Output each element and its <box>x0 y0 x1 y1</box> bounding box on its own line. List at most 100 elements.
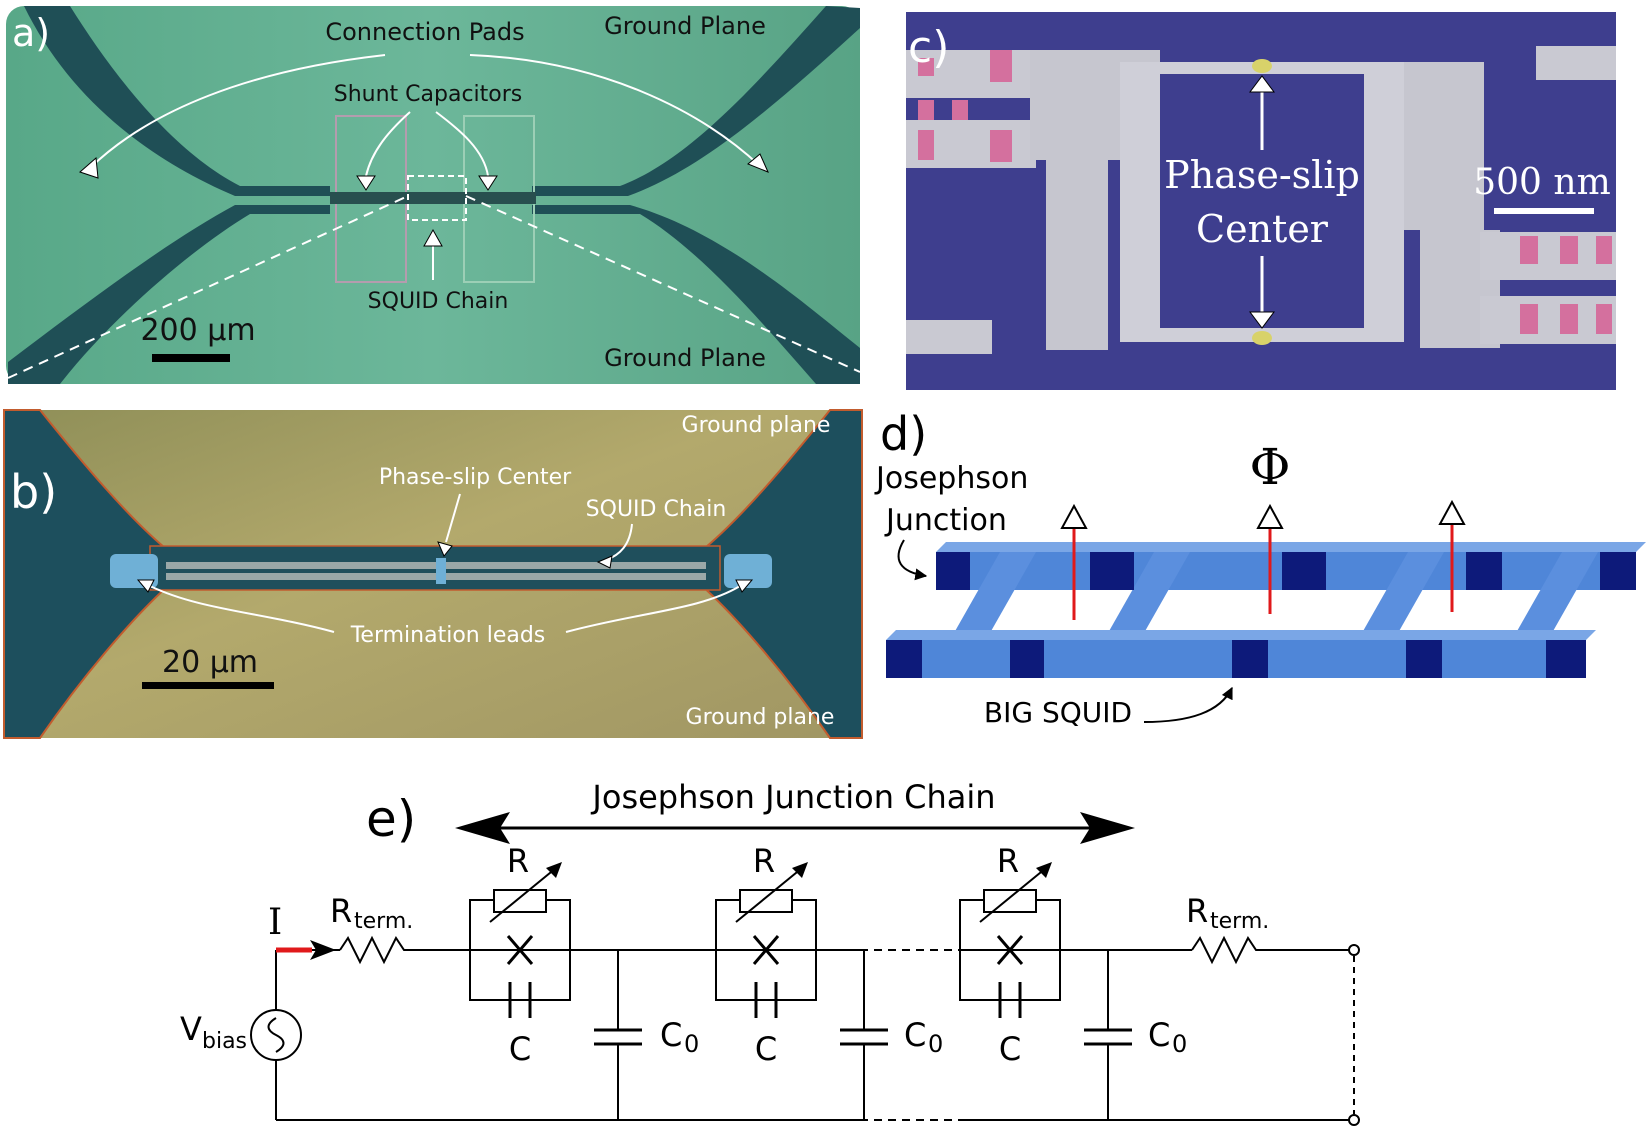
panel-e-c0-sub: 0 <box>928 1030 943 1058</box>
panel-c-junction <box>990 50 1012 82</box>
panel-e-stage-2 <box>715 862 817 1018</box>
panel-e-source-icon <box>250 1009 302 1061</box>
panel-c-right-rail-top <box>1536 46 1616 80</box>
panel-b-scale-bar <box>142 682 274 689</box>
panel-e-r-label: R <box>507 842 529 880</box>
panel-e-stage-3 <box>959 862 1061 1018</box>
panel-e-stage-1 <box>469 862 571 1018</box>
panel-c-junction <box>1560 236 1578 264</box>
panel-b-phase-slip-mark <box>436 558 446 584</box>
panel-e-chain-arrow-right-icon <box>1080 812 1135 844</box>
panel-e-junction-x-icon <box>506 935 534 965</box>
panel-e-c0-sub: 0 <box>684 1030 699 1058</box>
panel-e-variable-arrow-head <box>546 862 562 878</box>
panel-e-junction-x-icon <box>996 935 1024 965</box>
panel-c-junction <box>1520 304 1538 334</box>
panel-e-c-label: C <box>509 1030 531 1068</box>
panel-c-junction <box>918 58 934 76</box>
panel-d-rung <box>950 552 1036 640</box>
panel-e-title: Josephson Junction Chain <box>590 778 995 816</box>
panel-a-arrow-head-cap-left <box>356 175 376 191</box>
panel-e <box>250 812 1360 1126</box>
panel-d-big-squid-pointer <box>1143 686 1233 723</box>
panel-e-current-arrow-head <box>310 940 336 960</box>
panel-c-junction <box>1596 304 1612 334</box>
panel-e-variable-arrow-head <box>1036 862 1052 878</box>
panel-d-junction <box>1600 552 1636 590</box>
panel-c-junction <box>918 100 934 120</box>
panel-e-rterm-left-resistor <box>339 935 412 965</box>
panel-d-junction <box>1090 552 1134 590</box>
panel-d-junction <box>936 552 970 590</box>
panel-a-scale-label: 200 μm <box>140 313 255 348</box>
panel-c-junction <box>990 130 1012 162</box>
panel-c-arrow-head-down <box>1249 311 1275 329</box>
panel-a-tag: a) <box>12 11 50 55</box>
panel-c-scale-bar <box>1494 208 1594 214</box>
panel-d-rung <box>1512 552 1598 640</box>
panel-d-big-squid: BIG SQUID <box>984 696 1132 729</box>
panel-c-junction <box>952 100 968 120</box>
panel-c-phase-slip-line1: Phase-slip <box>1164 153 1360 197</box>
panel-e-rterm-left-base: R <box>330 892 352 930</box>
panel-d-junction <box>1406 640 1442 678</box>
panel-c-left-vertical <box>1046 160 1108 350</box>
panel-e-rterm-right-base: R <box>1186 892 1208 930</box>
panel-d-josephson-pointer <box>897 539 928 581</box>
panel-c-right-rail-bottom <box>1480 296 1616 344</box>
panel-b-squid-chain: SQUID Chain <box>586 497 727 522</box>
panel-c-tag: c) <box>908 22 949 73</box>
panel-b-arrow-head-lead-right <box>735 579 754 593</box>
panel-a-chain-box <box>407 175 467 221</box>
panel-d-josephson-line2: Junction <box>884 503 1007 538</box>
panel-d-junction <box>1466 552 1502 590</box>
panel-e-variable-arrow <box>979 867 1047 923</box>
panel-e-vbias-base: V <box>180 1010 202 1048</box>
panel-b: b) Ground plane Ground plane Phase-slip … <box>3 409 863 739</box>
panel-b-termination-leads: Termination leads <box>350 623 546 648</box>
panel-b-arrow-head-squid <box>596 555 613 569</box>
panel-a-connection-pads: Connection Pads <box>325 18 524 46</box>
panel-e-c0-base: C <box>904 1016 926 1054</box>
panel-c-junction <box>1596 236 1612 264</box>
panel-d-phi: Φ <box>1250 438 1291 496</box>
panel-c-phase-slip-bottom <box>1252 331 1272 345</box>
panel-a-arrow-pad-left <box>89 54 386 169</box>
panel-c-junction <box>1520 236 1538 264</box>
panel-b-arrow-head-lead-left <box>136 579 155 593</box>
panel-a-chain-strip <box>330 192 536 204</box>
panel-c-phase-slip-top <box>1252 59 1272 73</box>
panel-b-phase-slip-center: Phase-slip Center <box>379 465 572 490</box>
panel-c-phase-slip-line2: Center <box>1196 207 1329 251</box>
panel-e-terminal-top <box>1348 944 1360 956</box>
panel-e-variable-arrow <box>735 867 803 923</box>
panel-b-arrow-phase-slip <box>445 493 461 543</box>
panel-d-rung <box>1104 552 1190 640</box>
panel-a-shunt-capacitors: Shunt Capacitors <box>334 82 523 107</box>
panel-b-scale-label: 20 μm <box>162 645 258 680</box>
panel-d-josephson-line1: Josephson <box>874 461 1028 496</box>
panel-e-rterm-right-sub: term. <box>1210 909 1269 934</box>
panel-d-junction <box>1546 640 1586 678</box>
panel-d-junction <box>1282 552 1326 590</box>
panel-e-source-sine <box>267 1017 285 1053</box>
panel-a-arrow-head-right <box>747 153 769 173</box>
panel-e-tag: e) <box>366 790 416 848</box>
panel-e-c0-base: C <box>660 1016 682 1054</box>
panel-a-arrow-head-left <box>79 156 99 179</box>
panel-a-arrow-head-cap-right <box>478 175 498 191</box>
panel-c-junction <box>918 130 934 160</box>
panel-a-ground-plane-bottom: Ground Plane <box>604 344 766 372</box>
panel-e-c-label: C <box>999 1030 1021 1068</box>
panel-c-right-block <box>1404 62 1484 230</box>
panel-a-pad-left-bottom <box>8 205 330 384</box>
panel-a-arrow-head-chain <box>423 228 443 247</box>
panel-a-arrow-cap-left <box>365 111 411 177</box>
panel-d-flux-arrow-icon <box>1256 503 1284 529</box>
panel-a-pad-right-top <box>532 6 860 196</box>
panel-a-pad-left-top <box>24 6 330 196</box>
panel-a-ground-plane-top: Ground Plane <box>604 12 766 40</box>
panel-d-flux-arrow-icon <box>1060 503 1088 529</box>
panel-d-junction <box>1010 640 1044 678</box>
